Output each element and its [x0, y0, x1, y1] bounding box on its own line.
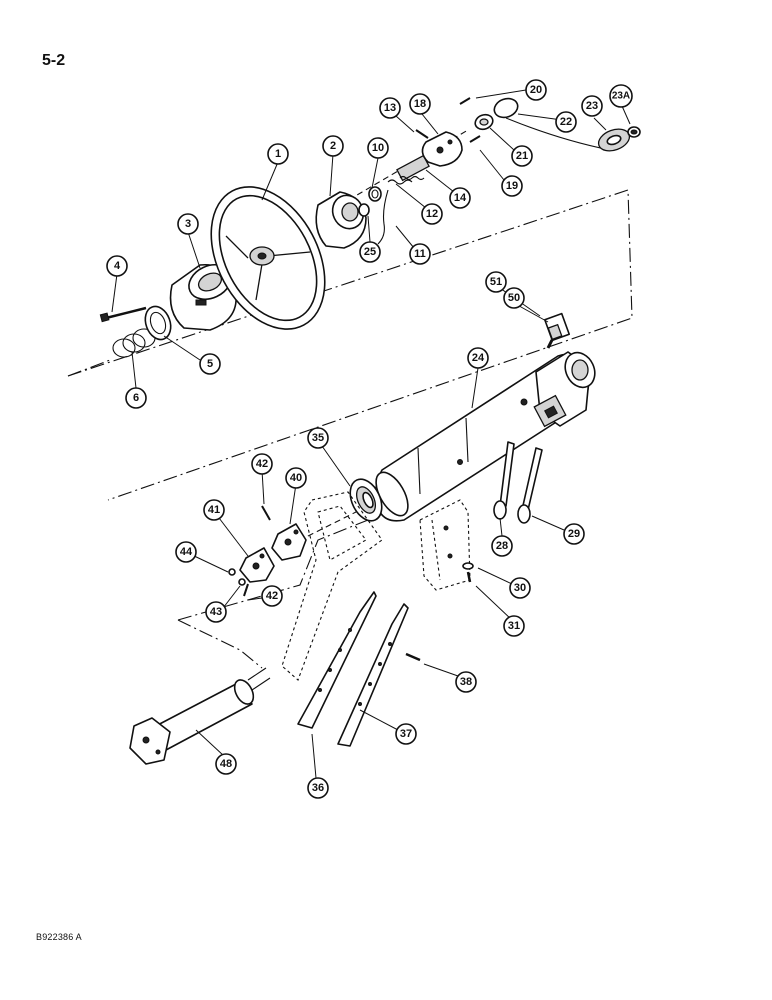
svg-text:44: 44 [180, 546, 193, 558]
svg-text:23A: 23A [612, 91, 630, 102]
shift-bracket [419, 499, 474, 591]
callout-23: 23 [581, 95, 603, 117]
svg-text:50: 50 [508, 292, 520, 304]
callout-20: 20 [525, 79, 547, 101]
svg-text:13: 13 [384, 102, 396, 114]
page-number: 5-2 [42, 52, 66, 69]
svg-text:43: 43 [210, 606, 222, 618]
svg-text:4: 4 [114, 260, 121, 272]
svg-text:1: 1 [275, 148, 281, 160]
callouts: 1 2 3 4 5 6 10 11 12 13 14 18 19 20 21 2… [106, 79, 633, 799]
svg-text:14: 14 [454, 192, 467, 204]
svg-text:19: 19 [506, 180, 518, 192]
svg-text:38: 38 [460, 676, 472, 688]
dash-panel-outline [281, 491, 383, 681]
callout-31: 31 [503, 615, 525, 637]
callout-42a: 42 [251, 453, 273, 475]
hub-cover [169, 263, 237, 331]
svg-text:41: 41 [208, 504, 220, 516]
callout-42b: 42 [261, 585, 283, 607]
callout-30: 30 [509, 577, 531, 599]
svg-text:48: 48 [220, 758, 232, 770]
svg-text:6: 6 [133, 392, 139, 404]
steering-wheel [210, 186, 326, 330]
column-tube [374, 351, 596, 522]
seal-plates [297, 591, 421, 747]
bearing [349, 478, 383, 522]
svg-text:20: 20 [530, 84, 542, 96]
svg-text:28: 28 [496, 540, 508, 552]
callout-51: 51 [485, 271, 507, 293]
collar [315, 191, 367, 249]
callout-37: 37 [395, 723, 417, 745]
callout-40: 40 [285, 467, 307, 489]
callout-11: 11 [409, 243, 431, 265]
callout-4: 4 [106, 255, 128, 277]
svg-text:22: 22 [560, 116, 572, 128]
callout-10: 10 [367, 137, 389, 159]
callout-43: 43 [205, 601, 227, 623]
callout-48: 48 [215, 753, 237, 775]
callout-3: 3 [177, 213, 199, 235]
svg-text:12: 12 [426, 208, 438, 220]
o-rings [112, 328, 156, 358]
callout-5: 5 [199, 353, 221, 375]
callout-14: 14 [449, 187, 471, 209]
svg-text:29: 29 [568, 528, 580, 540]
svg-text:18: 18 [414, 98, 426, 110]
svg-text:3: 3 [185, 218, 191, 230]
svg-text:40: 40 [290, 472, 302, 484]
callout-29: 29 [563, 523, 585, 545]
callout-1: 1 [267, 143, 289, 165]
callout-36: 36 [307, 777, 329, 799]
callout-41: 41 [203, 499, 225, 521]
lower-shaft [129, 667, 271, 765]
svg-text:42: 42 [266, 590, 278, 602]
horn-button-parts [459, 97, 641, 152]
screw [99, 306, 147, 323]
svg-text:10: 10 [372, 142, 384, 154]
callout-44: 44 [175, 541, 197, 563]
snap-ring [144, 305, 172, 341]
callout-6: 6 [125, 387, 147, 409]
svg-text:21: 21 [516, 150, 528, 162]
callout-25: 25 [359, 241, 381, 263]
callout-23a: 23A [609, 84, 633, 108]
svg-text:25: 25 [364, 246, 376, 258]
svg-text:42: 42 [256, 458, 268, 470]
callout-24: 24 [467, 347, 489, 369]
callout-21: 21 [511, 145, 533, 167]
callout-50: 50 [503, 287, 525, 309]
svg-text:5: 5 [207, 358, 213, 370]
svg-text:23: 23 [586, 100, 598, 112]
control-levers [493, 441, 543, 524]
callout-18: 18 [409, 93, 431, 115]
callout-28: 28 [491, 535, 513, 557]
svg-text:36: 36 [312, 782, 324, 794]
horn-hardware [358, 129, 463, 245]
leader-lines [111, 89, 631, 779]
callout-2: 2 [322, 135, 344, 157]
figure-code: B922386 A [36, 932, 82, 942]
callout-13: 13 [379, 97, 401, 119]
svg-text:2: 2 [330, 140, 336, 152]
coupler-assembly [228, 505, 307, 597]
callout-12: 12 [421, 203, 443, 225]
callout-19: 19 [501, 175, 523, 197]
svg-text:11: 11 [414, 248, 426, 260]
callout-38: 38 [455, 671, 477, 693]
svg-text:24: 24 [472, 352, 485, 364]
callout-35: 35 [307, 427, 329, 449]
callout-22: 22 [555, 111, 577, 133]
ignition-switch [543, 312, 571, 349]
svg-text:35: 35 [312, 432, 324, 444]
svg-text:51: 51 [490, 276, 502, 288]
svg-text:30: 30 [514, 582, 526, 594]
svg-text:37: 37 [400, 728, 412, 740]
svg-text:31: 31 [508, 620, 520, 632]
